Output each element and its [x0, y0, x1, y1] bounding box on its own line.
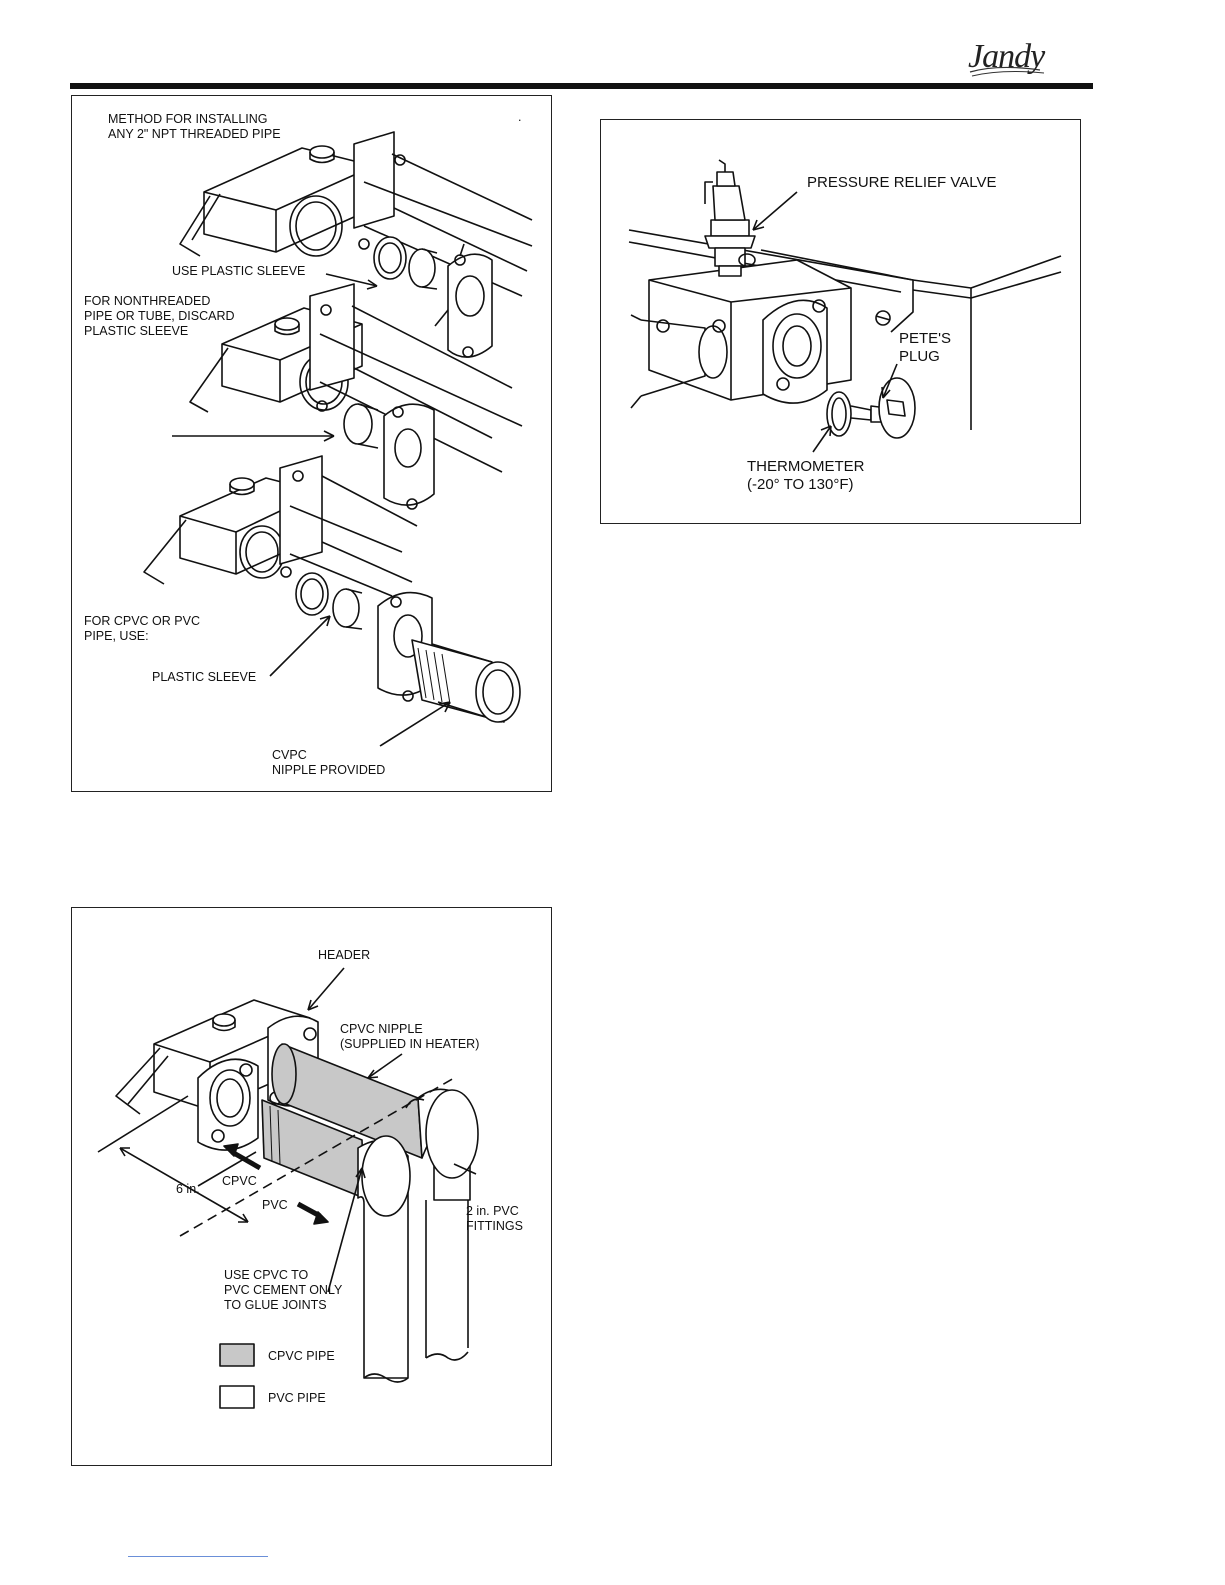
cpvc-nipple-supplied-label: CPVC NIPPLE (SUPPLIED IN HEATER)	[340, 1022, 480, 1051]
footer-link-underline	[128, 1556, 268, 1557]
petes-plug-label: PETE'S PLUG	[899, 330, 952, 365]
legend-cpvc-pipe: CPVC PIPE	[268, 1349, 335, 1363]
legend-pvc-pipe: PVC PIPE	[268, 1391, 326, 1405]
plastic-sleeve-label: PLASTIC SLEEVE	[152, 670, 257, 684]
threaded-pipe-illustration	[143, 131, 533, 747]
cement-instruction-label: USE CPVC TO PVC CEMENT ONLY TO GLUE JOIN…	[224, 1268, 343, 1312]
logo-swoosh-icon	[969, 66, 1045, 77]
pvc-arrow-label: PVC	[262, 1198, 288, 1212]
cpvc-pvc-pipe-label: FOR CPVC OR PVC PIPE, USE:	[84, 614, 200, 643]
figure-threaded-pipe: METHOD FOR INSTALLING ANY 2" NPT THREADE…	[71, 95, 552, 792]
figure-pressure-relief: PRESSURE RELIEF VALVE PETE'S PLUG THERMO…	[600, 119, 1081, 524]
use-plastic-sleeve-label: USE PLASTIC SLEEVE	[172, 264, 306, 278]
pressure-relief-valve-label: PRESSURE RELIEF VALVE	[807, 174, 997, 191]
pressure-relief-illustration	[628, 159, 1062, 453]
jandy-logo: Jandy	[968, 38, 1064, 82]
header-rule	[70, 83, 1093, 89]
method-threaded-pipe-label: METHOD FOR INSTALLING ANY 2" NPT THREADE…	[108, 112, 281, 141]
nonthreaded-pipe-label: FOR NONTHREADED PIPE OR TUBE, DISCARD PL…	[84, 294, 235, 338]
cpvc-arrow-label: CPVC	[222, 1174, 257, 1188]
cpvc-pvc-illustration	[97, 967, 479, 1409]
cvpc-nipple-label: CVPC NIPPLE PROVIDED	[272, 748, 386, 777]
figure-cpvc-pvc: HEADER CPVC NIPPLE (SUPPLIED IN HEATER) …	[71, 907, 552, 1466]
six-inch-label: 6 in.	[176, 1182, 200, 1196]
thermometer-label: THERMOMETER (-20° TO 130°F)	[747, 458, 865, 493]
stray-dot-mark: .	[518, 110, 522, 124]
header-label: HEADER	[318, 948, 371, 962]
pvc-fittings-label: 2 in. PVC FITTINGS	[466, 1204, 523, 1233]
brand-name: Jandy	[968, 38, 1045, 75]
